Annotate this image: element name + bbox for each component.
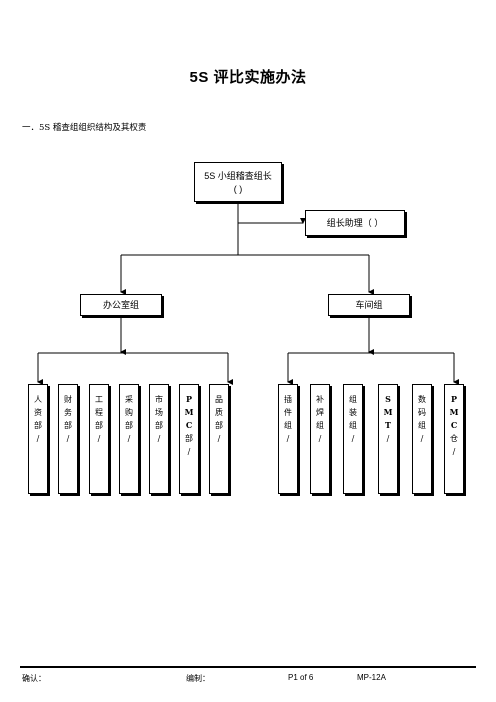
dept-hr-box: 人资部/ — [28, 384, 48, 494]
inspection-leader-title: 5S 小组稽查组长 — [204, 171, 272, 181]
footer-page-number: P1 of 6 — [288, 673, 314, 682]
inspection-leader-name: ( ) — [233, 184, 243, 194]
dept-finance-box: 财务部/ — [58, 384, 78, 494]
dept-engineering-box: 工程部/ — [89, 384, 109, 494]
dept-assembly-box: 组装组/ — [343, 384, 363, 494]
footer-rule — [20, 666, 476, 668]
dept-digital-box: 数码组/ — [412, 384, 432, 494]
leader-assistant-box: 组长助理（ ） — [305, 210, 405, 236]
dept-marketing-box: 市场部/ — [149, 384, 169, 494]
office-group-box: 办公室组 — [80, 294, 162, 316]
dept-quality-box: 品质部/ — [209, 384, 229, 494]
footer-confirm: 确认： — [22, 674, 46, 683]
footer-doc-number: MP-12A — [357, 673, 386, 682]
footer-prepared: 编制： — [186, 674, 210, 683]
page-title: 5S 评比实施办法 — [189, 69, 307, 86]
workshop-group-box: 车间组 — [328, 294, 410, 316]
section-heading: 一．5S 稽查组组织结构及其权责 — [22, 123, 147, 133]
inspection-leader-box: 5S 小组稽查组长 ( ) — [194, 162, 282, 202]
dept-insertion-box: 插件组/ — [278, 384, 298, 494]
dept-rework-soldering-box: 补焊组/ — [310, 384, 330, 494]
dept-purchasing-box: 采购部/ — [119, 384, 139, 494]
